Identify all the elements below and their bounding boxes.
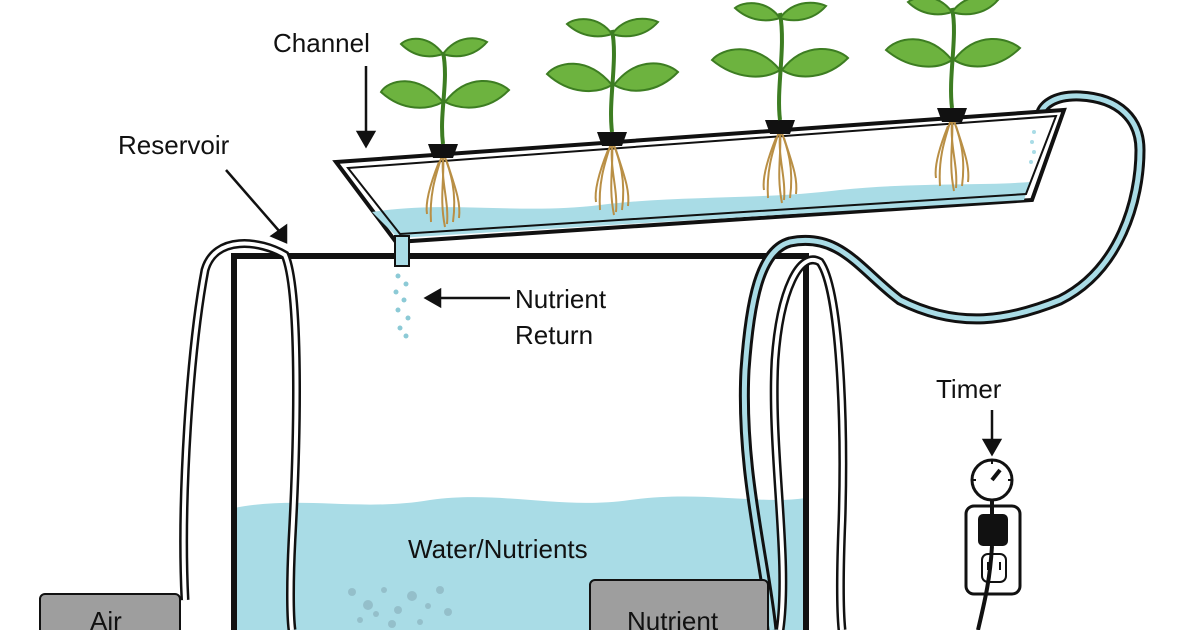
stem (440, 51, 447, 145)
channel-water (372, 182, 1030, 238)
timer-device (964, 458, 1022, 630)
net-pot (428, 144, 458, 158)
reservoir-label: Reservoir (118, 130, 230, 160)
reservoir-arrow (225, 169, 288, 244)
supply-drip (1029, 130, 1036, 164)
leaf (778, 1, 828, 22)
leaf (952, 38, 1022, 68)
plant (379, 37, 511, 228)
stem (949, 7, 956, 109)
leaf (399, 37, 445, 58)
leaf (443, 80, 511, 109)
nutrient-return-label-line1: Nutrient (515, 284, 607, 314)
net-pot (937, 108, 967, 122)
nutrient-pump-box (589, 579, 769, 630)
nutrient-return-arrow (423, 287, 510, 309)
timer-arrow (981, 410, 1003, 457)
return-spout (394, 235, 410, 267)
reservoir-tank (231, 253, 809, 630)
leaf (780, 48, 850, 78)
net-pot (765, 120, 795, 134)
leaf (545, 62, 614, 93)
channel-label: Channel (273, 28, 370, 58)
plant (710, 1, 850, 204)
leaf (733, 2, 782, 22)
water-nutrients-label: Water/Nutrients (408, 534, 588, 564)
stem (609, 29, 616, 133)
plant (884, 0, 1022, 192)
air-pump-box (39, 593, 181, 630)
power-cord (976, 545, 994, 630)
nutrient-return-label-line2: Return (515, 320, 593, 350)
air-bubbles (348, 586, 452, 628)
leaf (610, 17, 660, 38)
channel (332, 107, 1067, 245)
leaf (565, 18, 614, 38)
timer-label: Timer (936, 374, 1002, 404)
plant (545, 17, 680, 216)
nutrient-pump-label: Nutrient (627, 606, 719, 630)
leaf (906, 0, 954, 16)
channel-arrow (355, 66, 377, 149)
leaf (379, 80, 445, 109)
stem (777, 12, 784, 121)
leaf (710, 48, 782, 78)
leaf (612, 62, 680, 92)
leaf (884, 38, 954, 68)
air-pump-label: Air (90, 606, 122, 630)
leaf (441, 37, 489, 58)
return-drips (393, 273, 411, 339)
net-pot (597, 132, 627, 146)
leaf (950, 0, 1000, 16)
